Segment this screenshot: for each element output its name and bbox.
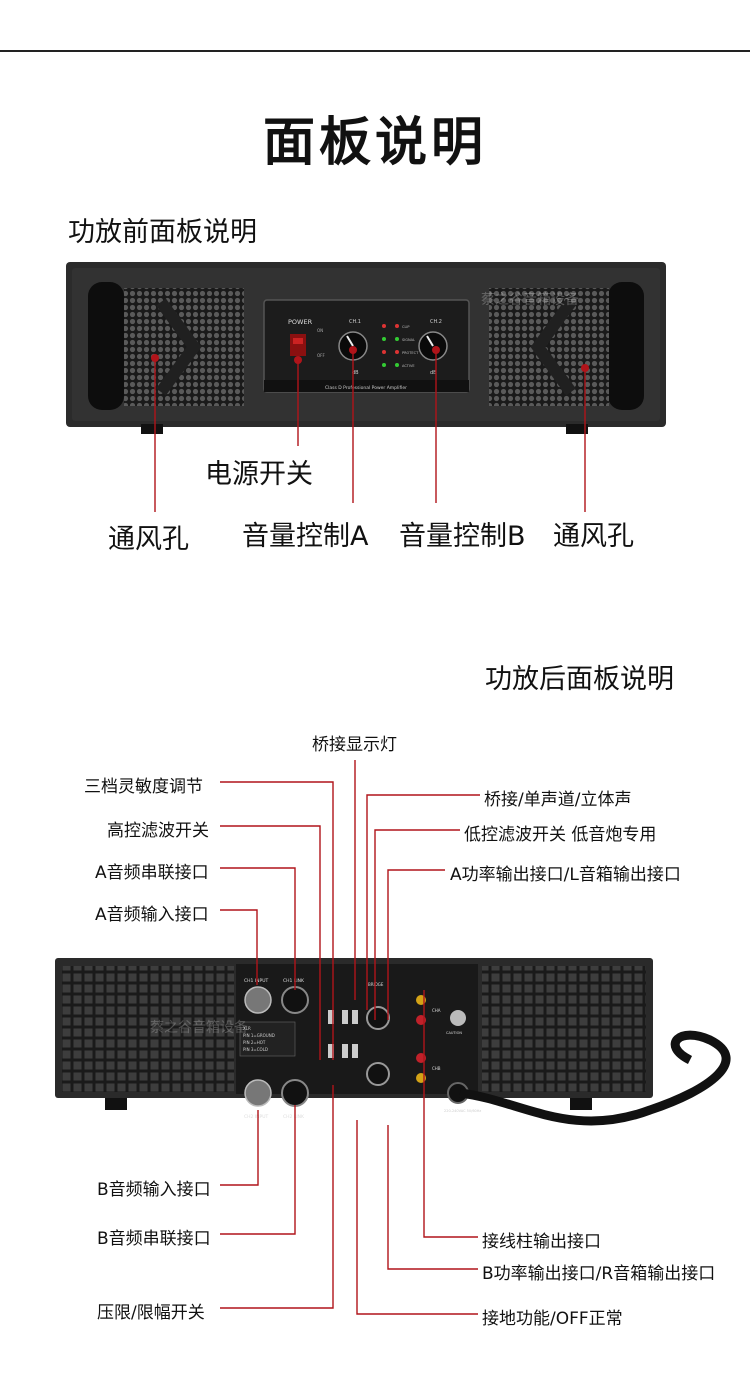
top-divider [0, 50, 750, 52]
svg-text:ACTIVE: ACTIVE [402, 364, 415, 368]
power-text: POWER [288, 318, 313, 326]
rear-vent-right [482, 966, 646, 1092]
label-a-link: A音频串联接口 [95, 863, 209, 883]
label-highpass: 高控滤波开关 [107, 821, 209, 841]
label-power-switch: 电源开关 [205, 459, 313, 490]
page-title: 面板说明 [262, 113, 487, 173]
svg-text:ON: ON [317, 328, 323, 333]
label-b-output: B功率输出接口/R音箱输出接口 [482, 1264, 716, 1284]
label-limiter: 压限/限幅开关 [97, 1303, 205, 1323]
label-vent-right: 通风孔 [553, 521, 634, 552]
svg-text:CH.1: CH.1 [349, 319, 361, 325]
handle-right [608, 282, 644, 410]
label-volume-b: 音量控制B [399, 521, 526, 552]
svg-text:Class D Professional Power Amp: Class D Professional Power Amplifier [325, 385, 407, 391]
svg-text:dB: dB [430, 370, 437, 376]
svg-text:CH2 INPUT: CH2 INPUT [244, 1114, 269, 1120]
svg-text:220-240VAC 50/60Hz: 220-240VAC 50/60Hz [444, 1109, 481, 1113]
svg-text:蔡之谷音箱设备: 蔡之谷音箱设备 [150, 1019, 248, 1036]
front-panel-image: POWER ON OFF CH.1 CH.2 dB dB CLIP SIGNAL… [66, 262, 666, 434]
label-b-link: B音频串联接口 [97, 1229, 211, 1249]
xlr-ch1-input [244, 986, 272, 1014]
label-lowpass: 低控滤波开关 低音炮专用 [464, 825, 657, 845]
label-ground: 接地功能/OFF正常 [482, 1309, 623, 1329]
svg-text:BRIDGE: BRIDGE [368, 982, 384, 987]
svg-text:CH.2: CH.2 [430, 319, 442, 325]
vent-right [489, 288, 609, 406]
label-bridge-mode: 桥接/单声道/立体声 [484, 790, 632, 810]
label-binding-posts: 接线柱输出接口 [482, 1232, 601, 1252]
svg-text:CH1 LINK: CH1 LINK [283, 978, 305, 984]
label-a-input: A音频输入接口 [95, 905, 209, 925]
svg-text:PROTECT: PROTECT [402, 351, 419, 355]
front-pointer-lines [151, 346, 589, 512]
svg-text:dB: dB [352, 370, 359, 376]
svg-text:OFF: OFF [317, 353, 325, 358]
vent-left [124, 288, 244, 406]
rear-pointer-lines [220, 760, 480, 1315]
svg-text:PIN 2=HOT: PIN 2=HOT [243, 1040, 266, 1045]
svg-text:CLIP: CLIP [402, 325, 410, 329]
label-bridge-led: 桥接显示灯 [312, 735, 397, 755]
label-a-output: A功率输出接口/L音箱输出接口 [450, 865, 681, 885]
rear-panel-image: CH1 INPUT CH1 LINK CH2 INPUT CH2 LINK XL… [55, 958, 731, 1126]
svg-text:CHB: CHB [432, 1066, 441, 1071]
svg-text:XLR: XLR [243, 1026, 251, 1031]
svg-text:SIGNAL: SIGNAL [402, 338, 415, 342]
svg-text:PIN 1=GROUND: PIN 1=GROUND [243, 1033, 275, 1038]
svg-text:CHA: CHA [432, 1008, 441, 1013]
label-vent-left: 通风孔 [108, 524, 189, 555]
rear-vent-left [62, 966, 234, 1092]
svg-text:CAUTION: CAUTION [446, 1031, 462, 1035]
svg-text:CH2 LINK: CH2 LINK [283, 1114, 305, 1120]
svg-text:CH1 INPUT: CH1 INPUT [244, 978, 269, 984]
foot-left [141, 424, 163, 434]
rear-panel-heading: 功放后面板说明 [485, 664, 674, 695]
foot-right [566, 424, 588, 434]
power-cable [459, 1030, 731, 1126]
watermark: 蔡之谷音箱设备 [481, 291, 579, 308]
svg-text:PIN 3=COLD: PIN 3=COLD [243, 1047, 268, 1052]
handle-left [88, 282, 124, 410]
front-panel-heading: 功放前面板说明 [68, 217, 257, 248]
xlr-ch2-input [244, 1079, 272, 1107]
label-b-input: B音频输入接口 [97, 1180, 211, 1200]
label-volume-a: 音量控制A [242, 521, 369, 552]
label-sensitivity: 三档灵敏度调节 [84, 777, 203, 797]
